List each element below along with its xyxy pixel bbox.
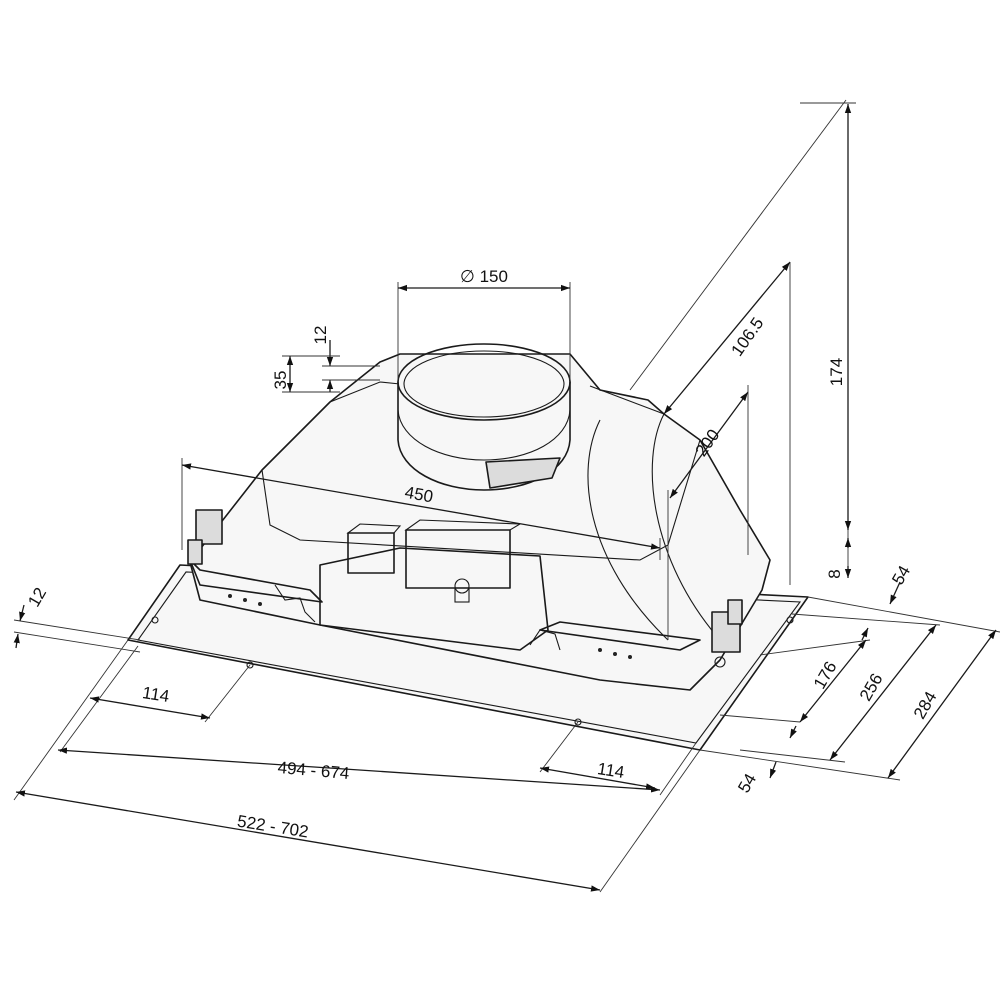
label-depth-106: 106.5 (728, 314, 768, 360)
dimension-lines (13, 99, 1000, 893)
label-offset-8: 8 (825, 569, 844, 578)
right-mounting-clip (711, 599, 743, 668)
cable-gland-body (454, 587, 470, 603)
label-height-174: 174 (827, 358, 846, 386)
bottom-frame-inner (137, 571, 802, 744)
label-front-114-left: 114 (141, 683, 171, 706)
housing-top-ridge (329, 381, 665, 415)
front-bracket (274, 584, 316, 623)
frame-screw-right (574, 718, 582, 726)
right-side-rail (539, 621, 701, 651)
label-side-54-bottom: 54 (734, 770, 760, 796)
label-duct-diameter: ∅ 150 (460, 267, 508, 286)
rear-bracket (529, 629, 561, 651)
frame-screw-back (786, 616, 794, 624)
label-side-54-top: 54 (888, 562, 914, 588)
label-side-176: 176 (810, 658, 841, 692)
frame-screw-left (246, 661, 254, 669)
rail-rivets (228, 594, 632, 659)
left-side-rail (189, 559, 323, 603)
label-width-450: 450 (403, 483, 434, 507)
label-small-12-top: 12 (311, 326, 330, 345)
frame-screw-corner (151, 616, 159, 624)
duct-rim-outer (397, 343, 571, 421)
duct-seam (397, 409, 571, 461)
label-front-114-right: 114 (596, 759, 626, 782)
label-side-284: 284 (910, 688, 941, 722)
duct-rim-inner (403, 350, 565, 418)
cable-gland (454, 578, 470, 594)
label-width-522-702: 522 - 702 (236, 812, 310, 842)
label-small-35: 35 (271, 371, 290, 390)
label-small-12-left: 12 (24, 584, 50, 610)
label-side-256: 256 (856, 670, 887, 704)
label-width-494-674: 494 - 674 (277, 758, 350, 783)
